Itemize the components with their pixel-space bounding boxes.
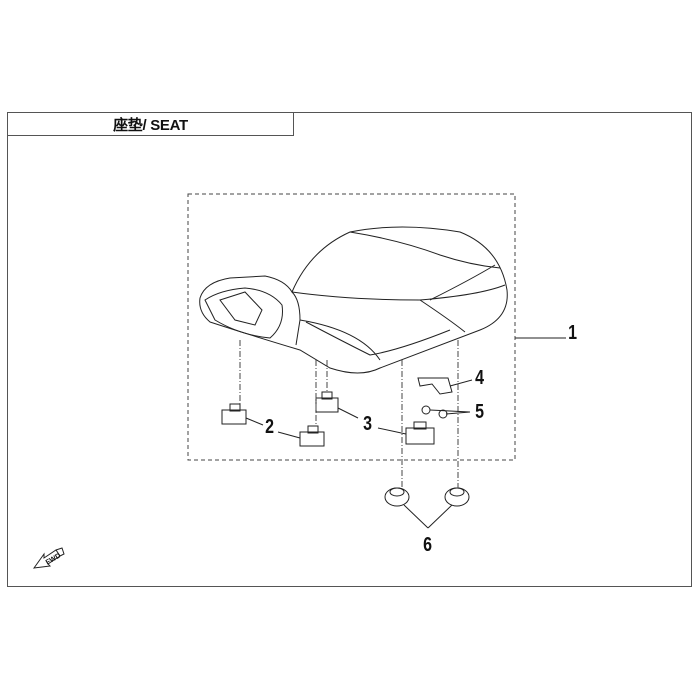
part-grommets-6 [384,487,470,507]
diagram-title: 座垫/ SEAT [7,112,294,136]
callout-5: 5 [475,401,485,423]
part-bumpers-2 [221,403,325,447]
callout-6: 6 [423,534,433,556]
assembly-dashed-box [187,193,516,461]
part-bumper-3 [315,391,435,445]
seat-drawing [199,226,508,374]
fwd-label: FWD [45,552,62,566]
part-nuts-5 [421,405,448,419]
diagram-frame [7,112,692,587]
callout-3: 3 [363,413,373,435]
fwd-arrow-icon: FWD [32,547,65,569]
callout-2: 2 [265,416,275,438]
callout-4: 4 [475,367,485,389]
leader-lines [245,337,566,529]
callout-1: 1 [568,322,578,344]
part-bracket-4 [417,377,453,395]
dash-dot-guides [239,340,459,488]
